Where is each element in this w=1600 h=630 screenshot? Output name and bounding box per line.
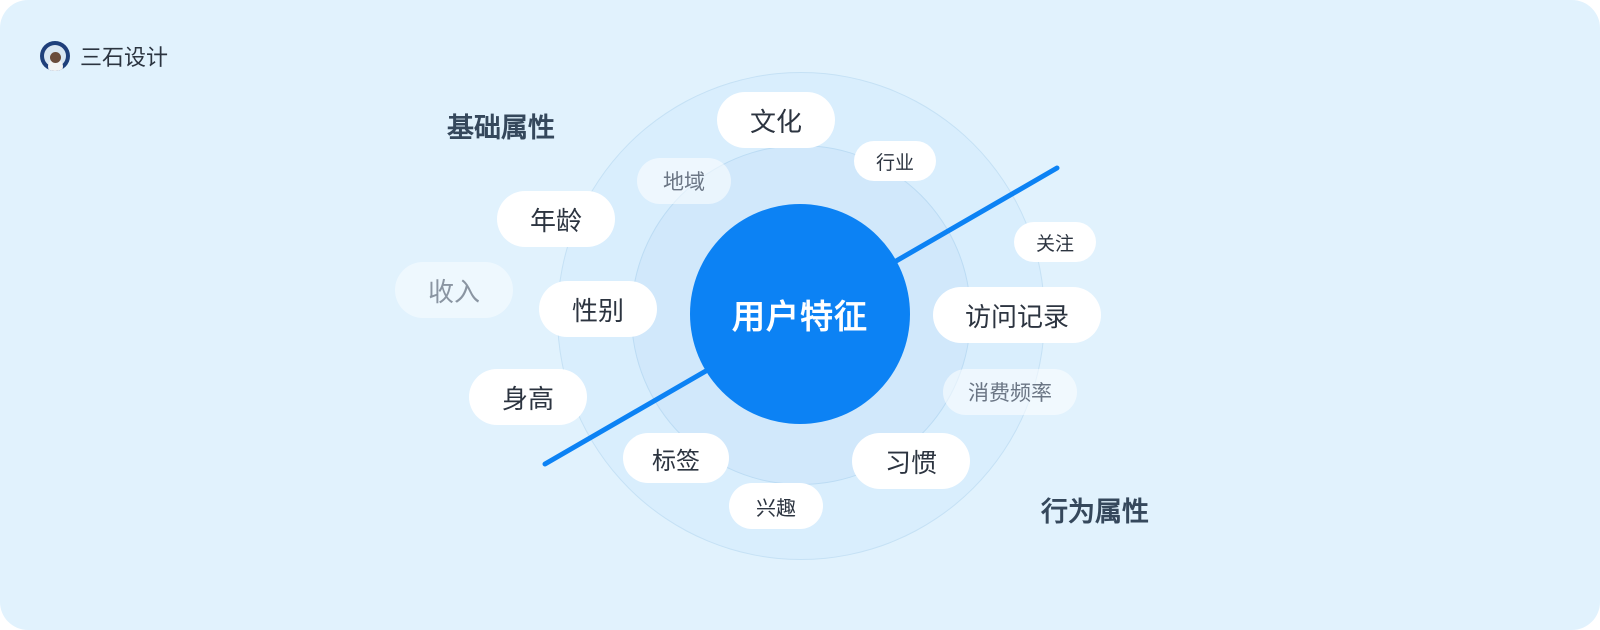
tag-follow: 关注 bbox=[1014, 222, 1096, 262]
tag-culture: 文化 bbox=[717, 92, 835, 148]
tag-gender: 性别 bbox=[539, 281, 657, 337]
group-title-behavior: 行为属性 bbox=[1041, 497, 1149, 528]
avatar-icon bbox=[40, 41, 70, 71]
center-node: 用户特征 bbox=[690, 204, 910, 424]
brand: 三石设计 bbox=[40, 40, 168, 72]
tag-visits: 访问记录 bbox=[933, 287, 1101, 343]
tag-industry: 行业 bbox=[854, 141, 936, 181]
tag-height: 身高 bbox=[469, 369, 587, 425]
tag-income: 收入 bbox=[395, 262, 513, 318]
tag-frequency: 消费频率 bbox=[943, 369, 1077, 415]
tag-region: 地域 bbox=[637, 158, 731, 204]
tag-habit: 习惯 bbox=[852, 433, 970, 489]
tag-age: 年龄 bbox=[497, 191, 615, 247]
tag-label: 标签 bbox=[623, 433, 729, 483]
group-title-basic: 基础属性 bbox=[447, 113, 555, 144]
tag-interest: 兴趣 bbox=[729, 483, 823, 529]
brand-name: 三石设计 bbox=[80, 46, 169, 71]
